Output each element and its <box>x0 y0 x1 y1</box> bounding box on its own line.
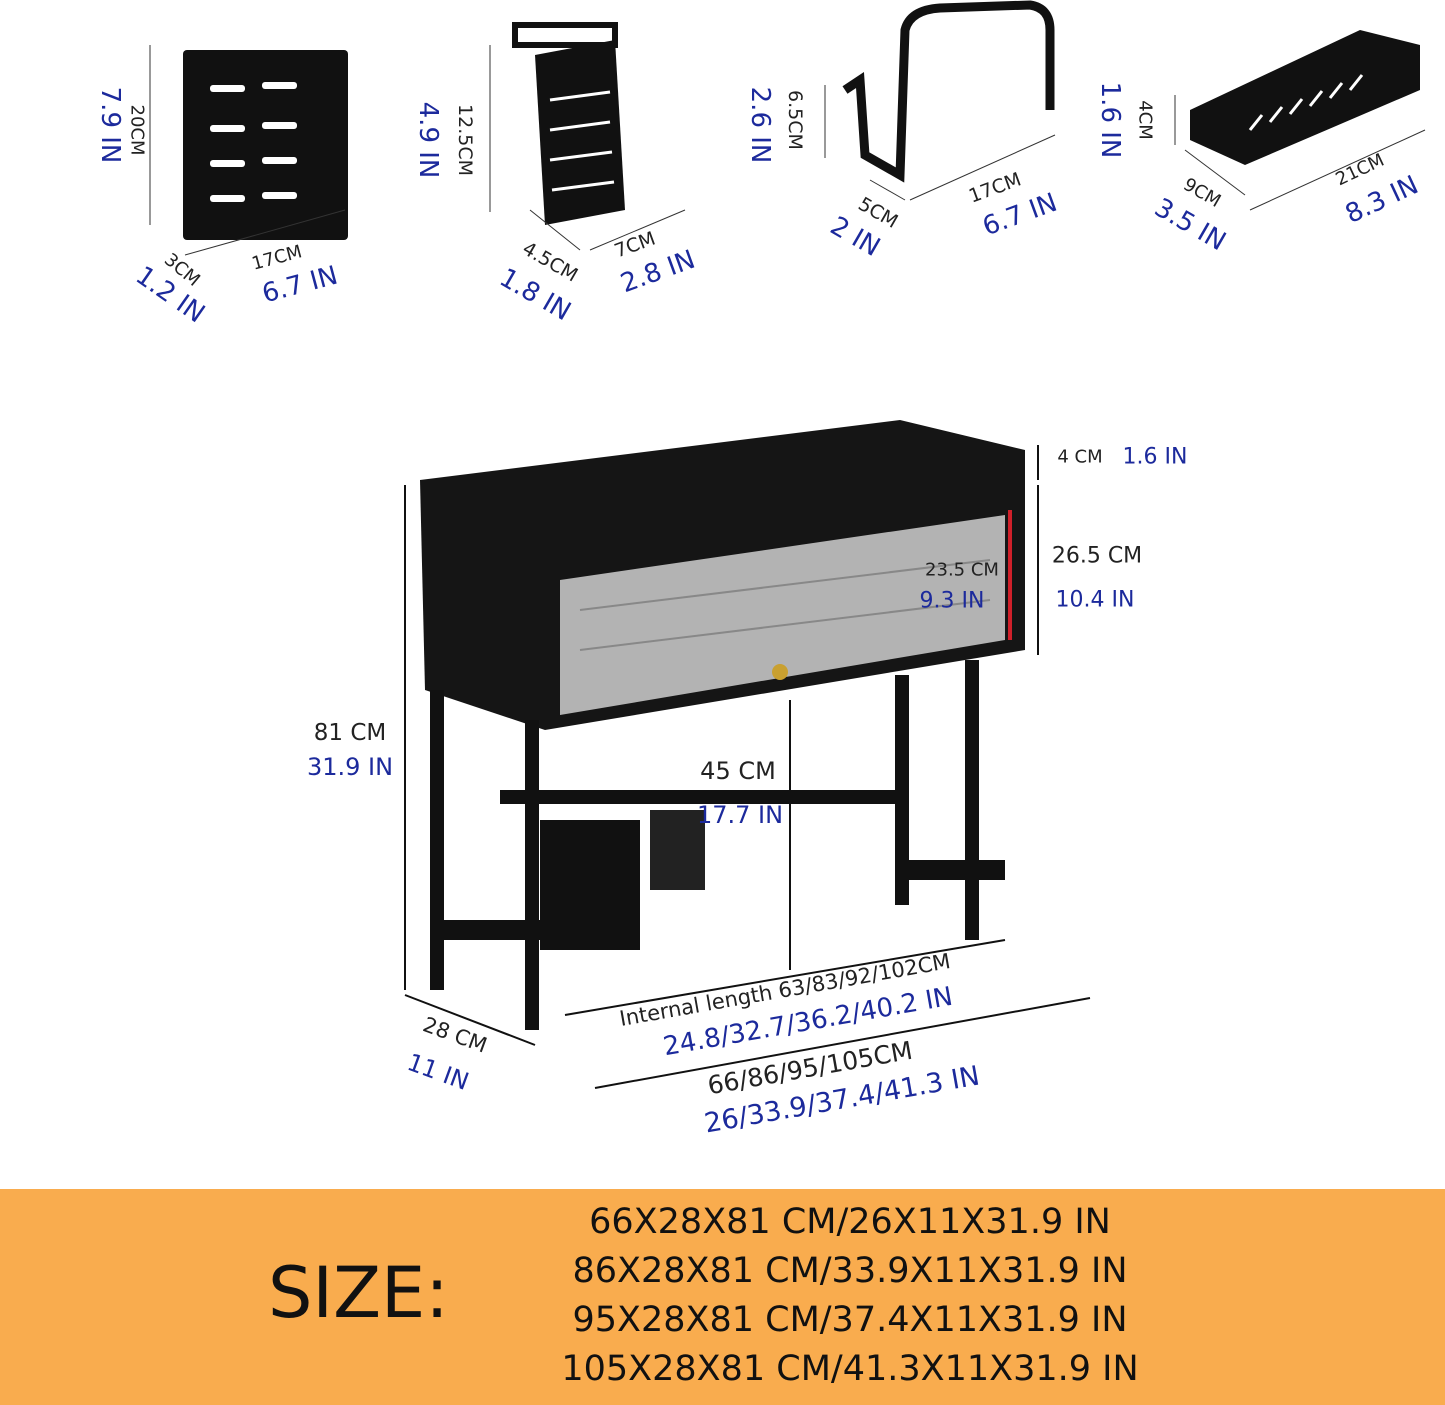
hook-drawing <box>824 0 1056 201</box>
size-banner <box>0 1189 1445 1405</box>
size-options: 66X28X81 CM/26X11X31.9 IN 86X28X81 CM/33… <box>520 1198 1180 1394</box>
tray-drawing <box>1174 30 1426 211</box>
inner-height-cm: 23.5 CM <box>925 559 999 581</box>
size-option: 95X28X81 CM/37.4X11X31.9 IN <box>572 1300 1128 1340</box>
total-height-in: 31.9 IN <box>306 753 394 781</box>
total-height-cm: 81 CM <box>313 720 387 746</box>
size-option: 66X28X81 CM/26X11X31.9 IN <box>589 1202 1111 1242</box>
hook-height-in: 2.6 IN <box>745 86 775 164</box>
knife-holder-drawing <box>149 45 348 256</box>
size-option: 105X28X81 CM/41.3X11X31.9 IN <box>561 1349 1139 1389</box>
tray-height-in: 1.6 IN <box>1095 81 1125 159</box>
cutlery-holder-drawing <box>489 22 686 251</box>
hook-height-cm: 6.5CM <box>784 90 806 150</box>
clearance-in: 17.7 IN <box>696 801 784 829</box>
cabinet-height-in: 10.4 IN <box>1055 587 1135 613</box>
cutlery-height-cm: 12.5CM <box>454 104 476 176</box>
inner-height-in: 9.3 IN <box>919 588 985 614</box>
product-drawings <box>149 0 1426 1089</box>
top-rail-cm: 4 CM <box>1057 446 1103 468</box>
knife-height-cm: 20CM <box>126 104 148 156</box>
size-title: SIZE: <box>268 1252 449 1334</box>
cutlery-height-in: 4.9 IN <box>413 101 443 179</box>
top-rail-in: 1.6 IN <box>1122 444 1188 470</box>
dish-rack-drawing <box>404 420 1091 1089</box>
knife-height-in: 7.9 IN <box>95 86 125 164</box>
clearance-cm: 45 CM <box>700 757 776 785</box>
cabinet-height-cm: 26.5 CM <box>1051 543 1143 569</box>
tray-height-cm: 4CM <box>1134 100 1156 140</box>
size-option: 86X28X81 CM/33.9X11X31.9 IN <box>572 1251 1128 1291</box>
